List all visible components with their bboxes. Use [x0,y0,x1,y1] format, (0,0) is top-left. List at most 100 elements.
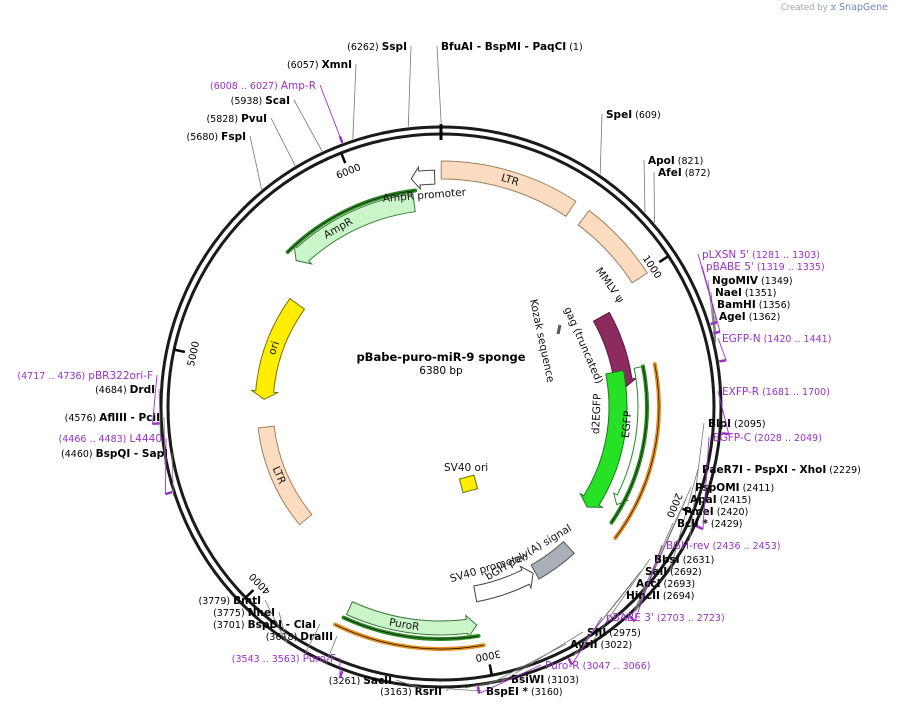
site-label-agei[interactable]: AgeI (1362) [719,311,780,323]
site-label-naei[interactable]: NaeI (1351) [715,287,777,299]
feature-ampr-promoter-arrow [410,165,436,191]
site-label-sspi[interactable]: (6262) SspI [347,41,407,53]
site-label-fspi[interactable]: (5680) FspI [187,131,246,143]
site-position: (1) [566,42,582,53]
primer-label-pbabe-5[interactable]: pBABE 5' (1319 .. 1335) [706,261,825,273]
enzyme-name: FspI [221,131,246,143]
site-label-afei[interactable]: AfeI (872) [658,167,710,179]
kozak-mark [556,324,562,335]
orf-puror-orange-core [334,624,484,650]
site-position: (3701) [213,620,248,631]
site-label-bspqi[interactable]: (4460) BspQI - SapI [61,448,168,460]
enzyme-name: SpeI [606,109,632,121]
tick-label: 3000 [474,647,501,663]
site-label-draiii[interactable]: (3618) DraIII [266,631,333,643]
primer-name: EGFP-N [722,333,761,345]
primer-mark-egfp-n [719,359,727,363]
primer-position: (1420 .. 1441) [761,334,832,345]
site-label-bsiwi[interactable]: BsiWI (3103) [511,674,579,686]
site-position: (2694) [660,591,695,602]
site-position: (1356) [756,300,791,311]
site-leader-paer7i [669,468,699,572]
primer-label-plxsn-5[interactable]: pLXSN 5' (1281 .. 1303) [702,249,820,261]
enzyme-name: XmnI [322,59,352,71]
site-label-pvui[interactable]: (5828) PvuI [206,113,267,125]
site-label-bspei[interactable]: BspEI * (3160) [486,686,563,698]
site-label-paer7i[interactable]: PaeR7I - PspXI - XhoI (2229) [702,464,861,476]
primer-label-egfp-c[interactable]: EGFP-C (2028 .. 2049) [713,432,822,444]
sv40-ori-label: SV40 ori [444,462,488,474]
site-position: (3779) [199,596,234,607]
site-label-afliii[interactable]: (4576) AflIII - PciI [65,412,160,424]
enzyme-name: DraIII [300,631,333,643]
site-position: (2631) [680,555,715,566]
site-label-scai[interactable]: (5938) ScaI [231,95,290,107]
site-label-sfii[interactable]: SfiI (2975) [587,627,641,639]
primer-leader-egfp-n [717,337,727,361]
primer-name: BGH-rev [666,540,710,552]
site-label-hincii[interactable]: HincII (2694) [626,590,695,602]
primer-label-puro-f[interactable]: (3543 .. 3563) Puro-F [232,653,336,665]
site-label-bmti[interactable]: (3779) BmtI [199,595,261,607]
feature-label-gag-truncated: gag (truncated) [561,305,605,385]
site-position: (2692) [667,567,702,578]
primer-label-l4440[interactable]: (4466 .. 4483) L4440 [59,433,162,445]
site-label-apai[interactable]: ApaI (2415) [690,494,751,506]
site-label-rsrii[interactable]: (3163) RsrII [380,686,442,698]
site-label-ngomiv[interactable]: NgoMIV (1349) [712,275,793,287]
enzyme-name: ApoI [648,155,675,167]
site-label-blpi[interactable]: BlpI (2095) [708,418,766,430]
enzyme-name: BmtI [233,595,261,607]
primer-label-pbr322ori-f[interactable]: (4717 .. 4736) pBR322ori-F [17,370,153,382]
feature-ltr-arrow [440,160,577,217]
site-label-spei[interactable]: SpeI (609) [606,109,661,121]
enzyme-name: BspDI [248,619,282,631]
primer-label-pbabe-3[interactable]: pBABE 3' (2703 .. 2723) [606,612,725,624]
credit-prefix: Created by [780,3,828,13]
primer-name: pBABE 3' [606,612,654,624]
primer-label-egfp-n[interactable]: EGFP-N (1420 .. 1441) [722,333,831,345]
site-label-bamhi[interactable]: BamHI (1356) [717,299,790,311]
site-label-bbsi[interactable]: BbsI (2631) [654,554,714,566]
site-position: (5938) [231,96,266,107]
site-position: (3775) [213,608,248,619]
feature-ltr-arrow [257,425,313,526]
site-position: (2229) [826,465,861,476]
site-leader-bcli [632,522,674,614]
site-leader-ngomiv [707,279,716,340]
site-label-drdi[interactable]: (4684) DrdI [95,384,155,396]
site-label-bfuai[interactable]: BfuAI - BspMI - PaqCI (1) [441,41,583,53]
primer-label-amp-r[interactable]: (6008 .. 6027) Amp-R [210,80,316,92]
site-label-xmni[interactable]: (6057) XmnI [287,59,352,71]
site-label-pmei[interactable]: PmeI (2420) [684,506,748,518]
site-position: (5680) [187,132,222,143]
primer-mark-amp-r [338,135,344,144]
site-label-sali[interactable]: SalI (2692) [645,566,702,578]
site-label-bspdi[interactable]: (3701) BspDI - ClaI [213,619,316,631]
feature-label-ampr-promoter: AmpR promoter [382,186,467,205]
enzyme-name: BfuAI [441,41,473,53]
orf-egfp-orange-core [614,364,660,539]
site-label-acci[interactable]: AccI (2693) [636,578,695,590]
site-leader-blpi [689,422,705,541]
enzyme-name: AgeI [719,311,746,323]
tick-mark [244,589,255,599]
site-label-bcli[interactable]: BclI * (2429) [677,518,743,530]
primer-layer: pLXSN 5' (1281 .. 1303)pBABE 5' (1319 ..… [17,80,831,694]
feature-sv40-promoter-arrow [473,565,534,603]
enzyme-name: PspOMI [695,482,740,494]
site-label-apoi[interactable]: ApoI (821) [648,155,703,167]
primer-label-puro-r[interactable]: Puro-R (3047 .. 3066) [545,660,650,672]
site-leader-fspi [249,135,263,190]
site-label-avrii[interactable]: AvrII (3022) [570,639,632,651]
site-position: (3103) [544,675,579,686]
primer-leader-puro-r [478,664,542,694]
primer-label-bgh-rev[interactable]: BGH-rev (2436 .. 2453) [666,540,780,552]
site-label-pspomi[interactable]: PspOMI (2411) [695,482,774,494]
site-label-nhei[interactable]: (3775) NheI [213,607,275,619]
primer-mark-plxsn-5 [710,320,718,326]
site-label-sacii[interactable]: (3261) SacII [329,675,392,687]
primer-name: Puro-F [303,653,336,665]
site-leader-bspqi [171,452,174,496]
primer-label-exfp-r[interactable]: EXFP-R (1681 .. 1700) [722,386,830,398]
